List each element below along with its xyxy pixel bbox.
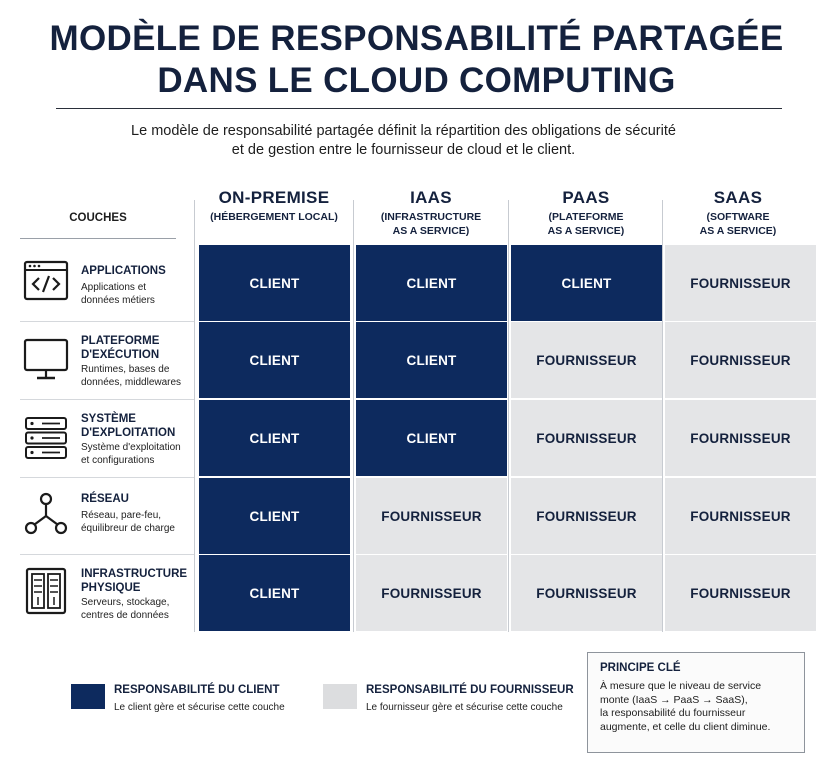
layer-name: PHYSIQUE — [81, 582, 141, 594]
subtitle-line-1: Le modèle de responsabilité partagée déf… — [131, 123, 676, 139]
responsibility-cell: FOURNISSEUR — [356, 478, 507, 554]
responsibility-cell: CLIENT — [356, 322, 507, 398]
row-divider — [20, 554, 194, 555]
column-header-title: SAAS — [713, 188, 763, 207]
column-header-paas: PAAS (PLATEFORME AS A SERVICE) — [510, 188, 662, 238]
network-nodes-icon — [22, 490, 70, 538]
title-divider — [56, 108, 782, 109]
layer-description: centres de données — [81, 610, 169, 621]
responsibility-cell: FOURNISSEUR — [665, 555, 816, 631]
responsibility-cell: CLIENT — [356, 245, 507, 321]
key-principle-box: PRINCIPE CLÉ À mesure que le niveau de s… — [587, 652, 805, 753]
layer-name: D'EXÉCUTION — [81, 349, 160, 361]
responsibility-cell: FOURNISSEUR — [356, 555, 507, 631]
title-line-1: MODÈLE DE RESPONSABILITÉ PARTAGÉE — [49, 19, 784, 58]
key-principle-title: PRINCIPE CLÉ — [600, 662, 681, 674]
row-divider — [20, 321, 194, 322]
layer-applications: APPLICATIONS Applications et données mét… — [20, 245, 194, 322]
column-separator — [508, 200, 509, 632]
layer-description: données, middlewares — [81, 377, 182, 388]
responsibility-cell: CLIENT — [199, 400, 350, 476]
column-separator — [194, 200, 195, 632]
server-stack-icon — [22, 414, 70, 462]
layer-text: INFRASTRUCTURE PHYSIQUE Serveurs, stocka… — [81, 567, 196, 622]
responsibility-cell: CLIENT — [199, 555, 350, 631]
column-header-subtitle: (HÉBERGEMENT LOCAL) — [210, 211, 338, 223]
layer-operating-system: SYSTÈME D'EXPLOITATION Système d'exploit… — [20, 400, 194, 477]
key-principle-line: augmente, et celle du client diminue. — [600, 720, 771, 733]
responsibility-cell: CLIENT — [356, 400, 507, 476]
responsibility-cell: FOURNISSEUR — [511, 322, 662, 398]
responsibility-cell: FOURNISSEUR — [665, 478, 816, 554]
column-separator — [353, 200, 354, 632]
layer-description: et configurations — [81, 455, 155, 466]
column-header-subtitle: (SOFTWARE — [706, 211, 770, 223]
responsibility-cell: CLIENT — [511, 245, 662, 321]
responsibility-cell: FOURNISSEUR — [511, 555, 662, 631]
layer-description: Applications et — [81, 282, 147, 293]
subtitle: Le modèle de responsabilité partagée déf… — [0, 122, 807, 160]
legend-client-swatch — [71, 684, 105, 709]
legend-provider-swatch — [323, 684, 357, 709]
responsibility-cell: FOURNISSEUR — [665, 400, 816, 476]
layer-text: APPLICATIONS Applications et données mét… — [81, 264, 196, 307]
layer-name: APPLICATIONS — [81, 265, 166, 277]
layer-name: PLATEFORME — [81, 335, 160, 347]
monitor-icon — [22, 336, 70, 384]
layer-description: Serveurs, stockage, — [81, 597, 170, 608]
layer-network: RÉSEAU Réseau, pare-feu, équilibreur de … — [20, 478, 194, 555]
responsibility-cell: FOURNISSEUR — [665, 245, 816, 321]
column-header-title: ON-PREMISE — [218, 188, 330, 207]
layer-name: SYSTÈME — [81, 413, 136, 425]
layer-name: INFRASTRUCTURE — [81, 568, 188, 580]
responsibility-cell: CLIENT — [199, 478, 350, 554]
layer-text: RÉSEAU Réseau, pare-feu, équilibreur de … — [81, 492, 196, 535]
subtitle-line-2: et de gestion entre le fournisseur de cl… — [231, 142, 576, 158]
server-rack-icon — [22, 567, 70, 615]
layer-description: Réseau, pare-feu, — [81, 510, 162, 521]
responsibility-cell: FOURNISSEUR — [511, 400, 662, 476]
layer-text: SYSTÈME D'EXPLOITATION Système d'exploit… — [81, 412, 196, 467]
column-header-subtitle: (PLATEFORME — [548, 211, 624, 223]
column-separator — [662, 200, 663, 632]
layer-text: PLATEFORME D'EXÉCUTION Runtimes, bases d… — [81, 334, 196, 389]
legend-client-description: Le client gère et sécurise cette couche — [114, 702, 285, 713]
row-divider — [20, 399, 194, 400]
layer-description: équilibreur de charge — [81, 523, 175, 534]
responsibility-cell: FOURNISSEUR — [511, 478, 662, 554]
layer-platform: PLATEFORME D'EXÉCUTION Runtimes, bases d… — [20, 322, 194, 399]
column-header-subtitle: AS A SERVICE) — [547, 225, 625, 237]
responsibility-cell: FOURNISSEUR — [665, 322, 816, 398]
column-header-subtitle: (INFRASTRUCTURE — [380, 211, 482, 223]
layer-physical-infrastructure: INFRASTRUCTURE PHYSIQUE Serveurs, stocka… — [20, 555, 194, 632]
layer-name: D'EXPLOITATION — [81, 427, 176, 439]
layers-column-header: COUCHES — [69, 212, 127, 224]
column-header-subtitle: AS A SERVICE) — [392, 225, 470, 237]
layer-description: Runtimes, bases de — [81, 364, 170, 375]
layers-header-divider — [20, 238, 176, 239]
legend-provider-description: Le fournisseur gère et sécurise cette co… — [366, 702, 563, 713]
layer-description: Système d'exploitation — [81, 442, 181, 453]
column-header-on-premise: ON-PREMISE (HÉBERGEMENT LOCAL) — [198, 188, 350, 224]
key-principle-line: la responsabilité du fournisseur — [600, 707, 746, 719]
column-header-title: IAAS — [410, 188, 452, 207]
title-line-2: DANS LE CLOUD COMPUTING — [157, 61, 676, 100]
row-divider — [20, 477, 194, 478]
key-principle-line: À mesure que le niveau de service — [600, 680, 762, 692]
column-header-saas: SAAS (SOFTWARE AS A SERVICE) — [662, 188, 814, 238]
legend-client-title: RESPONSABILITÉ DU CLIENT — [114, 684, 280, 696]
responsibility-cell: CLIENT — [199, 245, 350, 321]
page-title: MODÈLE DE RESPONSABILITÉ PARTAGÉE DANS L… — [0, 18, 833, 102]
responsibility-cell: CLIENT — [199, 322, 350, 398]
key-principle-line: monte (IaaS → PaaS → SaaS), — [600, 693, 748, 706]
legend-provider-title: RESPONSABILITÉ DU FOURNISSEUR — [366, 684, 574, 696]
column-header-iaas: IAAS (INFRASTRUCTURE AS A SERVICE) — [355, 188, 507, 238]
column-header-subtitle: AS A SERVICE) — [699, 225, 777, 237]
column-header-title: PAAS — [562, 188, 610, 207]
layer-name: RÉSEAU — [81, 493, 129, 505]
layer-description: données métiers — [81, 295, 155, 306]
code-window-icon — [22, 257, 70, 305]
